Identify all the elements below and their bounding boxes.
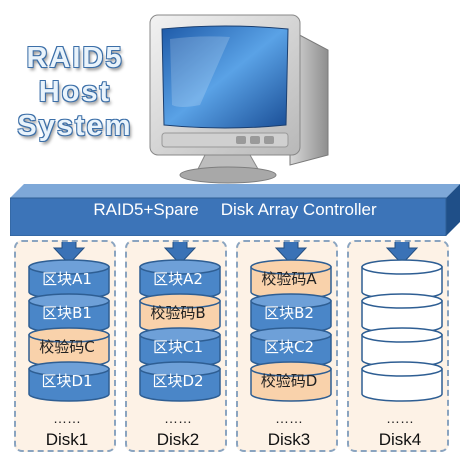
disk-block-data [139, 259, 221, 300]
disk-block-label: 区块B1 [42, 304, 92, 322]
disk-block-spare [361, 293, 443, 334]
disk-block-spare [361, 361, 443, 402]
disk-cylinder-stack [250, 242, 332, 402]
disk-block-data [28, 361, 110, 402]
disk-group-2: 区块A2 校验码B 区块C1 区块D2 …… Disk2 [125, 240, 227, 452]
down-arrow-icon [52, 242, 86, 265]
disk-block-label: 校验码C [39, 338, 95, 356]
controller-label: RAID5+Spare Disk Array Controller [10, 184, 460, 236]
disk-block-parity [250, 259, 332, 300]
computer-monitor-icon [149, 14, 329, 184]
disk-block-spare [361, 327, 443, 368]
disk-group-1: 区块A1 区块B1 校验码C 区块D1 …… Disk1 [14, 240, 116, 452]
controller-label-raid: RAID5+Spare [93, 200, 199, 219]
disk-block-data [139, 361, 221, 402]
disk-block-spare [361, 259, 443, 300]
more-blocks-ellipsis: …… [164, 410, 192, 426]
disk-block-data [139, 327, 221, 368]
disk-cylinder-stack [28, 242, 110, 402]
disk-group-3: 校验码A 区块B2 区块C2 校验码D …… Disk3 [236, 240, 338, 452]
title-line-3: System [17, 110, 133, 142]
controller-label-name: Disk Array Controller [220, 200, 377, 219]
disk-name: Disk3 [267, 430, 311, 449]
disk-block-label: 区块D1 [41, 372, 93, 390]
disk-block-parity [28, 327, 110, 368]
disk-group-4: …… Disk4 [347, 240, 449, 452]
disk-block-label: 区块A2 [153, 270, 203, 288]
title-line-1: RAID5 [26, 42, 124, 74]
disk-cylinder-stack [361, 242, 443, 402]
disk-block-label: 校验码A [261, 270, 317, 288]
disk-block-label: 区块B2 [264, 304, 314, 322]
disk-name: Disk2 [156, 430, 200, 449]
disk-block-label: 校验码D [260, 372, 318, 390]
more-blocks-ellipsis: …… [275, 410, 303, 426]
disk-cylinder-stack [139, 242, 221, 402]
disk-block-parity [250, 361, 332, 402]
disk-name: Disk4 [378, 430, 422, 449]
disk-block-label: 区块D2 [152, 372, 204, 390]
down-arrow-icon [274, 242, 308, 265]
disk-block-label: 区块C1 [152, 338, 204, 356]
title-line-2: Host [38, 76, 112, 108]
disk-name: Disk1 [45, 430, 89, 449]
disk-block-data [28, 259, 110, 300]
more-blocks-ellipsis: …… [386, 410, 414, 426]
disk-block-label: 区块C2 [263, 338, 315, 356]
disk-block-label: 校验码B [150, 304, 206, 322]
disk-block-data [250, 327, 332, 368]
disk-block-data [250, 293, 332, 334]
more-blocks-ellipsis: …… [53, 410, 81, 426]
down-arrow-icon [163, 242, 197, 265]
disk-array-controller [10, 184, 460, 236]
disk-block-label: 区块A1 [42, 270, 92, 288]
down-arrow-icon [385, 242, 419, 265]
